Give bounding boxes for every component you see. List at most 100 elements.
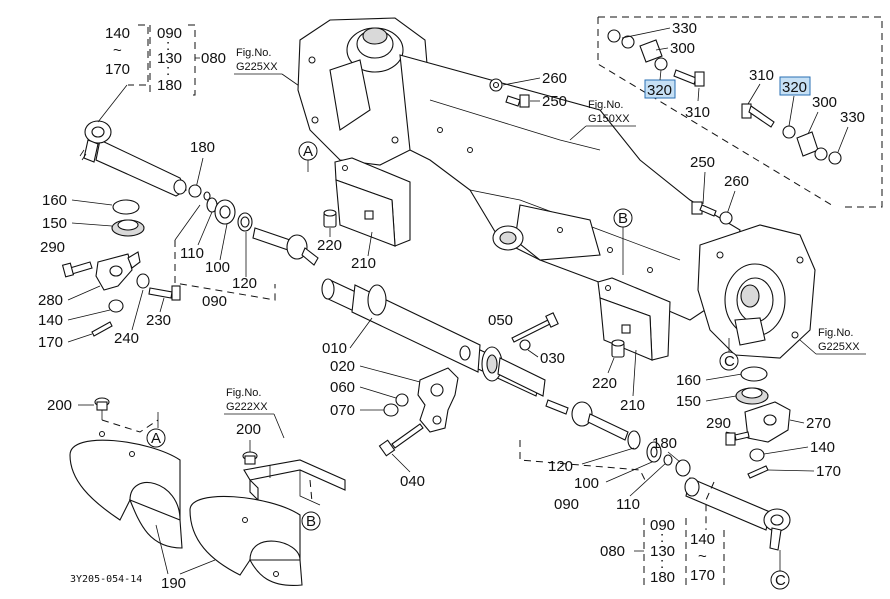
nut-140-right [749,448,765,462]
assembly-bottom-080: 080 [600,543,625,560]
drawing-code: 3Y205-054-14 [70,574,142,585]
nut-180-right [663,454,691,477]
bottom-assembly-group: 080 090 : 130 : 180 [600,517,687,590]
callout-b-upper: B [613,208,633,275]
label-210-upper: 210 [351,255,376,272]
group-top-sep1: : [166,37,170,54]
label-320-upper: 320 [647,82,672,99]
label-150-right: 150 [676,393,701,410]
label-220-upper: 220 [317,237,342,254]
tie-rod-left [79,120,187,197]
nut-180-left [188,184,218,213]
figref-center: Fig.No. G150XX [569,99,636,141]
label-310-lower: 310 [749,67,774,84]
cotter-pin-170-left [91,321,113,337]
washer-260-upper [489,78,503,92]
bracket-210-right [597,277,671,361]
label-170-left: 170 [38,334,63,351]
oring-160-right [740,366,768,382]
label-020: 020 [330,358,355,375]
label-100-right: 100 [574,475,599,492]
group-bottom-sep1: : [660,529,664,546]
bushing-150-left [111,219,145,237]
oring-160-left [112,199,140,215]
bushing-150-right [735,387,769,405]
group-bottom-090: 090 [650,517,675,534]
washer-260-right [719,211,733,225]
inner-tie-rod-right [545,399,662,463]
label-290-left: 290 [40,239,65,256]
label-170-right: 170 [816,463,841,480]
label-200-right: 200 [236,421,261,438]
label-070: 070 [330,402,355,419]
callout-c-upper: C [719,338,739,371]
group-top-sep2: : [166,62,170,79]
label-040: 040 [400,473,425,490]
bracket-210-upper [334,157,411,247]
bolt-250-right [691,201,717,217]
guard-plate-left [69,431,183,549]
figref-bottom-left-line1: Fig.No. [226,387,261,399]
figref-bottom-left: Fig.No. G222XX [224,387,285,439]
callout-a-upper-text: A [303,143,313,160]
group-bottom-sep2: : [660,555,664,572]
label-200-left: 200 [47,397,72,414]
front-axle-housing [297,17,816,359]
group-bottom-130: 130 [650,543,675,560]
figref-center-line1: Fig.No. [588,99,623,111]
label-030: 030 [540,350,565,367]
bolt-250-upper [505,94,530,108]
callout-b-lower-text: B [306,513,316,530]
tie-rod-right [684,477,791,551]
knuckle-arm-left [95,251,141,291]
figref-right-line2: G225XX [818,341,860,353]
label-210-right: 210 [620,397,645,414]
bottom-length-group: 140 ~ 170 [690,530,725,590]
label-270: 270 [806,415,831,432]
guard-plate-right [189,495,303,586]
label-240: 240 [114,330,139,347]
label-260-right: 260 [724,173,749,190]
top-length-group: 140 ~ 170 [105,24,151,96]
length-label-top-140: 140 [105,25,130,42]
nut-240 [136,273,150,289]
callout-b-lower: B [301,511,321,531]
bolt-040 [378,423,424,457]
inner-tie-rod-left [252,227,319,266]
grease-fitting-220-right [611,339,625,358]
label-330-upper: 330 [672,20,697,37]
group-top-180: 180 [157,77,182,94]
label-060: 060 [330,379,355,396]
bolt-290-left [61,261,93,278]
label-260-upper: 260 [542,70,567,87]
label-090-right: 090 [554,496,579,513]
label-010: 010 [322,340,347,357]
dust-seal-left [214,199,253,232]
figref-center-line2: G150XX [588,113,630,125]
bolt-230 [148,285,181,301]
label-120-right: 120 [548,458,573,475]
length-label-bottom-170: 170 [690,567,715,584]
length-label-top-170: 170 [105,61,130,78]
nut-140-left [108,299,124,313]
highlight-320-lower [779,76,811,96]
bolt-290-right [725,431,750,446]
group-top-130: 130 [157,50,182,67]
cotter-pin-170-right [747,465,769,479]
bolt-200-left [94,397,110,420]
label-090-left: 090 [202,293,227,310]
label-300-lower: 300 [812,94,837,111]
washer-060 [395,393,409,407]
label-160-right: 160 [676,372,701,389]
bolt-050 [511,312,559,343]
grease-fitting-220-upper [323,209,337,228]
label-320-lower: 320 [782,79,807,96]
steering-cylinder [321,278,546,397]
figref-bottom-left-line2: G222XX [226,401,268,413]
label-280: 280 [38,292,63,309]
length-label-bottom-140: 140 [690,531,715,548]
label-250-upper: 250 [542,93,567,110]
option-kit-upper [607,29,705,87]
callout-a-lower: A [146,428,166,448]
